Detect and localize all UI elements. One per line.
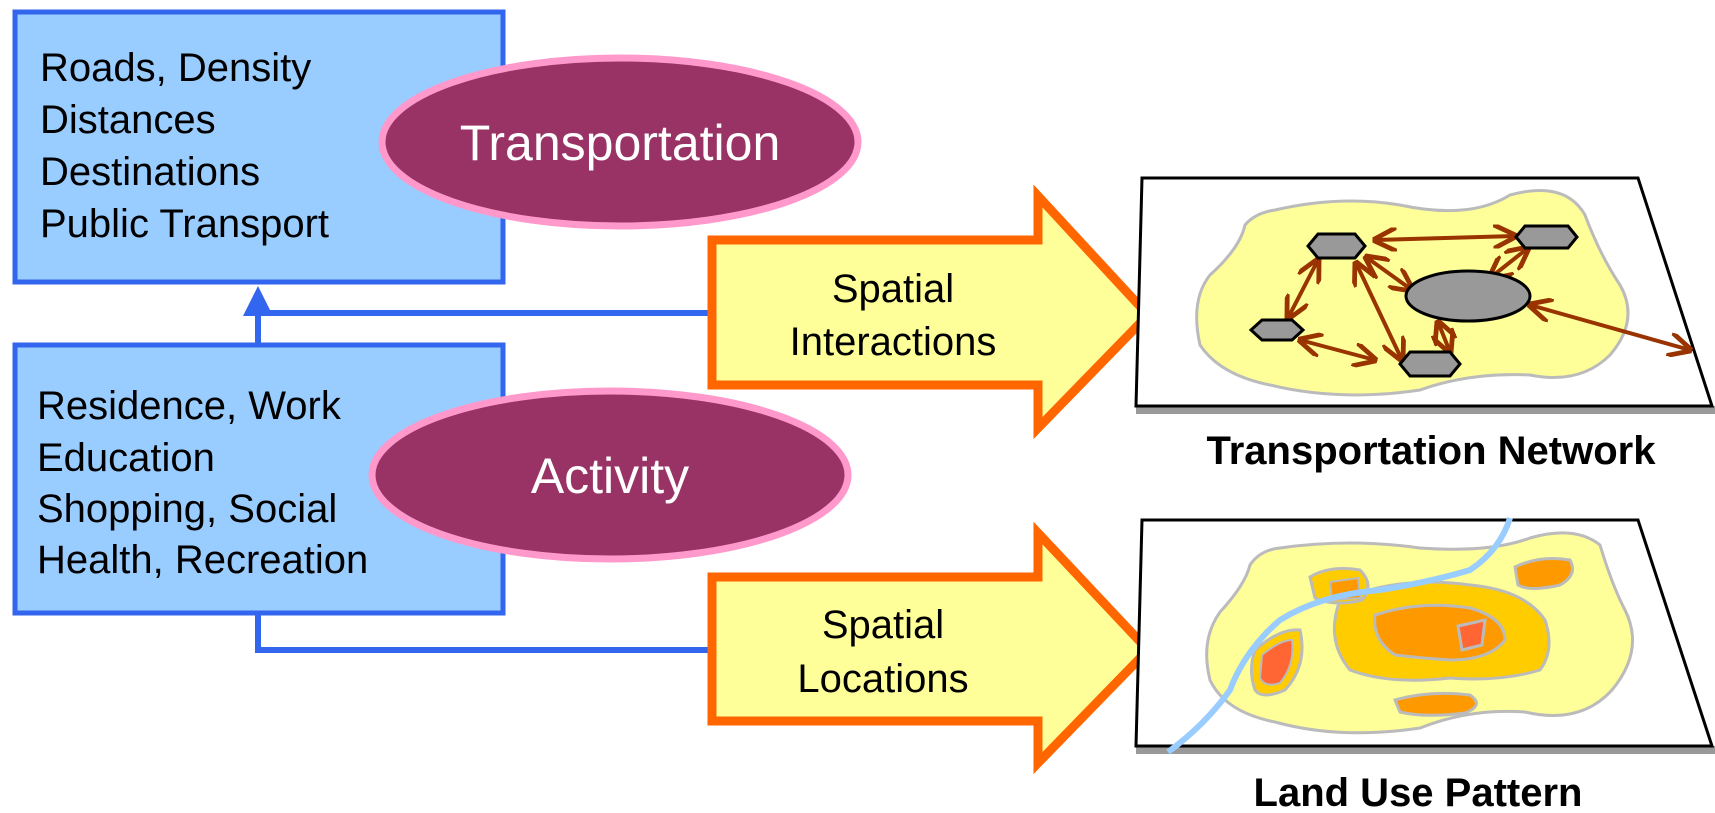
network-caption: Transportation Network: [1207, 429, 1657, 473]
spatial-locations-arrow: Spatial Locations: [707, 521, 1155, 775]
transportation-label: Transportation: [460, 115, 781, 171]
landuse-zone: [1392, 691, 1478, 717]
landuse-zone: [1456, 618, 1487, 652]
connector-lines: [243, 286, 712, 653]
activity-factor-line: Education: [37, 436, 215, 480]
landuse-zone: [1513, 557, 1574, 590]
transport-factor-line: Public Transport: [40, 202, 329, 246]
interactions-label-line: Spatial: [832, 267, 954, 311]
activity-factor-line: Health, Recreation: [37, 538, 368, 582]
network-node: [1306, 232, 1367, 260]
connector-to-locations: [255, 614, 712, 653]
landuse-zone: [1373, 603, 1507, 662]
activity-factor-line: Shopping, Social: [37, 487, 337, 531]
network-nodes: [1248, 224, 1579, 378]
activity-factor-line: Residence, Work: [37, 384, 342, 428]
transport-factor-line: Destinations: [40, 150, 260, 194]
spatial-interactions-arrow: Spatial Interactions: [707, 184, 1155, 440]
activity-oval: Activity: [368, 387, 852, 563]
river: [1166, 517, 1513, 755]
transport-factor-line: Distances: [40, 98, 216, 142]
network-node: [1404, 269, 1532, 323]
network-node: [1248, 318, 1306, 342]
transportation-oval: Transportation: [378, 54, 862, 230]
landuse-caption: Land Use Pattern: [1254, 771, 1583, 813]
network-node: [1514, 224, 1579, 250]
network-node: [1398, 350, 1462, 378]
activity-label: Activity: [531, 448, 689, 504]
locations-label-line: Locations: [797, 657, 968, 701]
interactions-label-line: Interactions: [790, 320, 997, 364]
land-use-pattern-map: Land Use Pattern: [1134, 517, 1715, 813]
locations-label-line: Spatial: [822, 603, 944, 647]
transport-factor-line: Roads, Density: [40, 46, 311, 90]
transportation-network-map: Transportation Network: [1134, 176, 1715, 473]
landuse-zone: [1258, 638, 1294, 686]
